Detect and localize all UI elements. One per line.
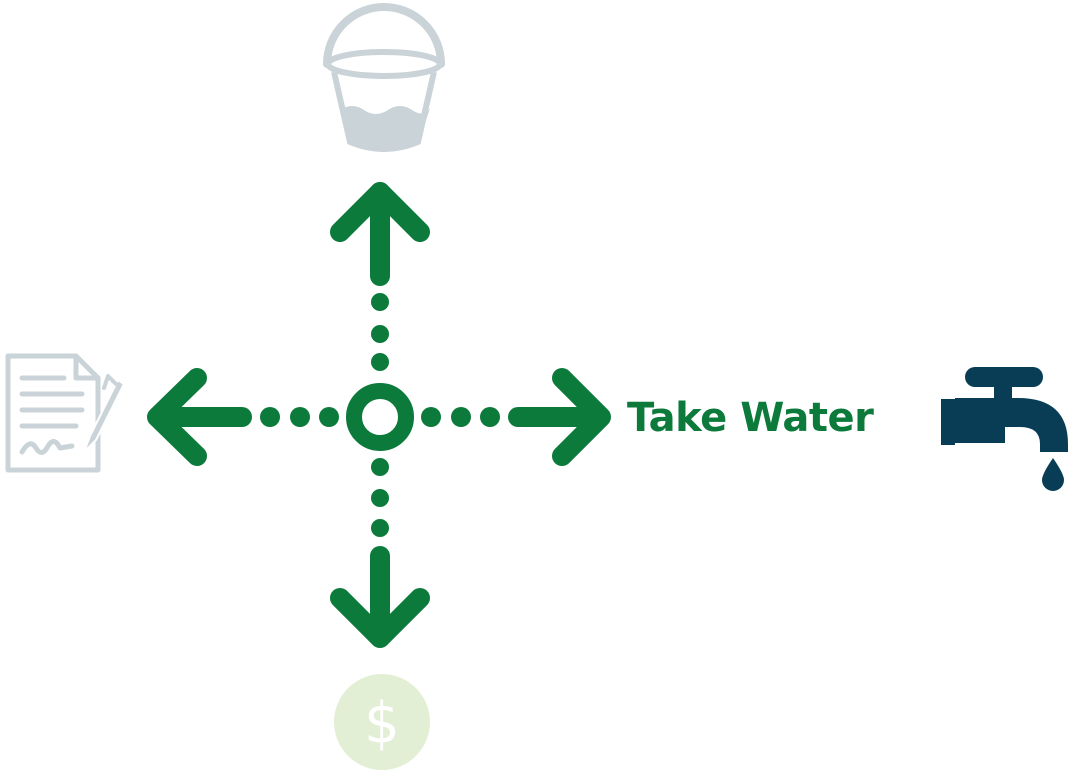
center-node xyxy=(346,383,414,451)
arrow-down xyxy=(330,546,430,648)
dollar-coin-icon: $ xyxy=(334,674,430,770)
arrow-right xyxy=(508,368,611,466)
water-tap-icon xyxy=(941,367,1068,491)
arrow-left xyxy=(147,368,252,466)
arrow-up xyxy=(330,182,430,286)
arrow-stems xyxy=(260,293,500,537)
signed-document-icon xyxy=(5,353,125,473)
take-water-label: Take Water xyxy=(627,395,874,441)
svg-text:$: $ xyxy=(364,691,400,756)
bucket-icon xyxy=(323,3,445,152)
